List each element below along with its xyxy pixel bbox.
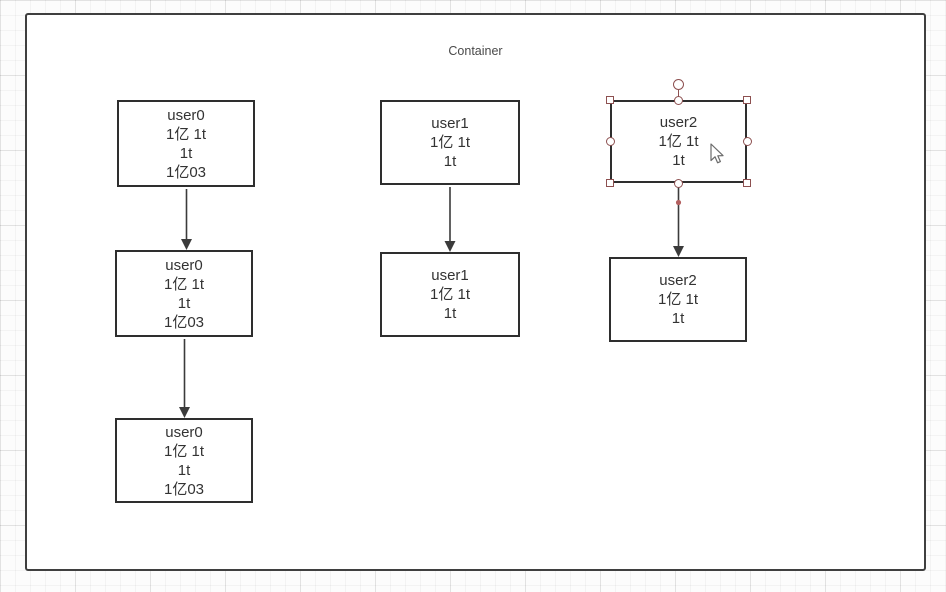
node-text-line: 1亿03	[165, 163, 207, 181]
node-text-line: user0	[165, 423, 203, 441]
node-text-line: 1t	[671, 310, 685, 327]
node-user1-2[interactable]: user1 1亿 1t 1t	[380, 252, 520, 337]
node-text-line: user2	[659, 114, 698, 131]
node-user0-1[interactable]: user0 1亿 1t 1t 1亿03	[117, 100, 255, 187]
node-text-line: 1t	[177, 461, 191, 479]
node-text-line: 1亿 1t	[429, 286, 471, 303]
node-text-line: 1t	[443, 305, 457, 322]
node-text-line: 1t	[443, 153, 457, 170]
node-text-line: 1亿03	[163, 313, 205, 331]
node-text-line: 1亿 1t	[657, 291, 699, 308]
container-label: Container	[448, 44, 503, 58]
node-text-line: 1亿 1t	[429, 134, 471, 151]
node-user2-1[interactable]: user2 1亿 1t 1t	[610, 100, 747, 183]
node-text-line: 1亿 1t	[163, 275, 205, 293]
node-text-line: user1	[431, 267, 469, 284]
node-user0-2[interactable]: user0 1亿 1t 1t 1亿03	[115, 250, 253, 337]
node-user2-2[interactable]: user2 1亿 1t 1t	[609, 257, 747, 342]
node-text-line: 1t	[672, 152, 685, 169]
node-user1-1[interactable]: user1 1亿 1t 1t	[380, 100, 520, 185]
node-text-line: 1亿03	[163, 480, 205, 498]
node-text-line: 1t	[177, 294, 191, 312]
node-text-line: user0	[165, 256, 203, 274]
node-text-line: 1t	[179, 144, 193, 162]
node-user0-3[interactable]: user0 1亿 1t 1t 1亿03	[115, 418, 253, 503]
node-text-line: 1亿 1t	[658, 133, 699, 150]
node-text-line: user1	[431, 115, 469, 132]
node-text-line: user0	[167, 106, 205, 124]
node-text-line: 1亿 1t	[165, 125, 207, 143]
node-text-line: user2	[659, 272, 697, 289]
node-text-line: 1亿 1t	[163, 442, 205, 460]
